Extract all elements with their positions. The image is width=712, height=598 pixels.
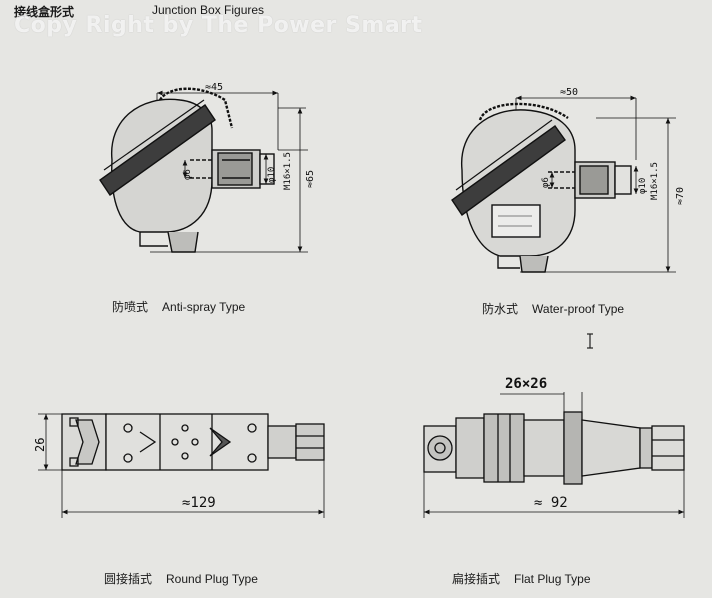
round-plug-caption-en: Round Plug Type: [166, 572, 258, 586]
flat-plug-drawing: [423, 411, 685, 485]
anti-spray-thread-label: M16×1.5: [283, 152, 293, 190]
round-plug-caption-cn: 圆接插式: [104, 572, 153, 586]
anti-spray-width-label: ≈45: [205, 82, 223, 93]
flat-plug-hex-label: 26×26: [505, 376, 547, 392]
anti-spray-caption: 防喷式 Anti-spray Type: [112, 298, 245, 315]
water-proof-thread-dia-label: φ10: [638, 178, 648, 194]
flat-plug-caption-en: Flat Plug Type: [514, 572, 591, 586]
page-title-en: Junction Box Figures: [152, 3, 265, 17]
water-proof-width-label: ≈50: [560, 87, 578, 98]
anti-spray-bore-label: φ6: [183, 169, 193, 180]
water-proof-caption: 防水式 Water-proof Type: [482, 300, 624, 317]
watermark: Copy Right by The Power Smart: [14, 13, 423, 38]
flat-plug-caption: 扁接插式 Flat Plug Type: [452, 570, 591, 587]
flat-plug-caption-cn: 扁接插式: [452, 572, 501, 586]
water-proof-drawing: [451, 102, 632, 273]
anti-spray-height-label: ≈65: [305, 170, 316, 188]
anti-spray-dimensions: [150, 90, 308, 253]
water-proof-caption-en: Water-proof Type: [532, 302, 625, 316]
text-cursor-icon: [587, 333, 593, 349]
flat-plug-dimensions: [423, 392, 685, 518]
anti-spray-caption-en: Anti-spray Type: [162, 300, 246, 314]
anti-spray-thread-dia-label: φ10: [267, 167, 277, 183]
round-plug-height-label: 26: [33, 438, 47, 452]
round-plug-caption: 圆接插式 Round Plug Type: [104, 570, 258, 587]
water-proof-thread-label: M16×1.5: [650, 162, 660, 200]
water-proof-dimensions: [515, 95, 676, 273]
water-proof-height-label: ≈70: [675, 187, 686, 205]
round-plug-drawing: [61, 413, 325, 471]
page-title-cn: 接线盒形式: [14, 5, 75, 19]
round-plug-dimensions: [38, 413, 325, 518]
round-plug-length-label: ≈129: [182, 495, 216, 511]
flat-plug-length-label: ≈ 92: [534, 495, 568, 511]
water-proof-caption-cn: 防水式: [482, 302, 519, 316]
water-proof-bore-label: φ6: [541, 177, 551, 188]
anti-spray-caption-cn: 防喷式: [112, 300, 149, 314]
anti-spray-drawing: [99, 87, 275, 253]
